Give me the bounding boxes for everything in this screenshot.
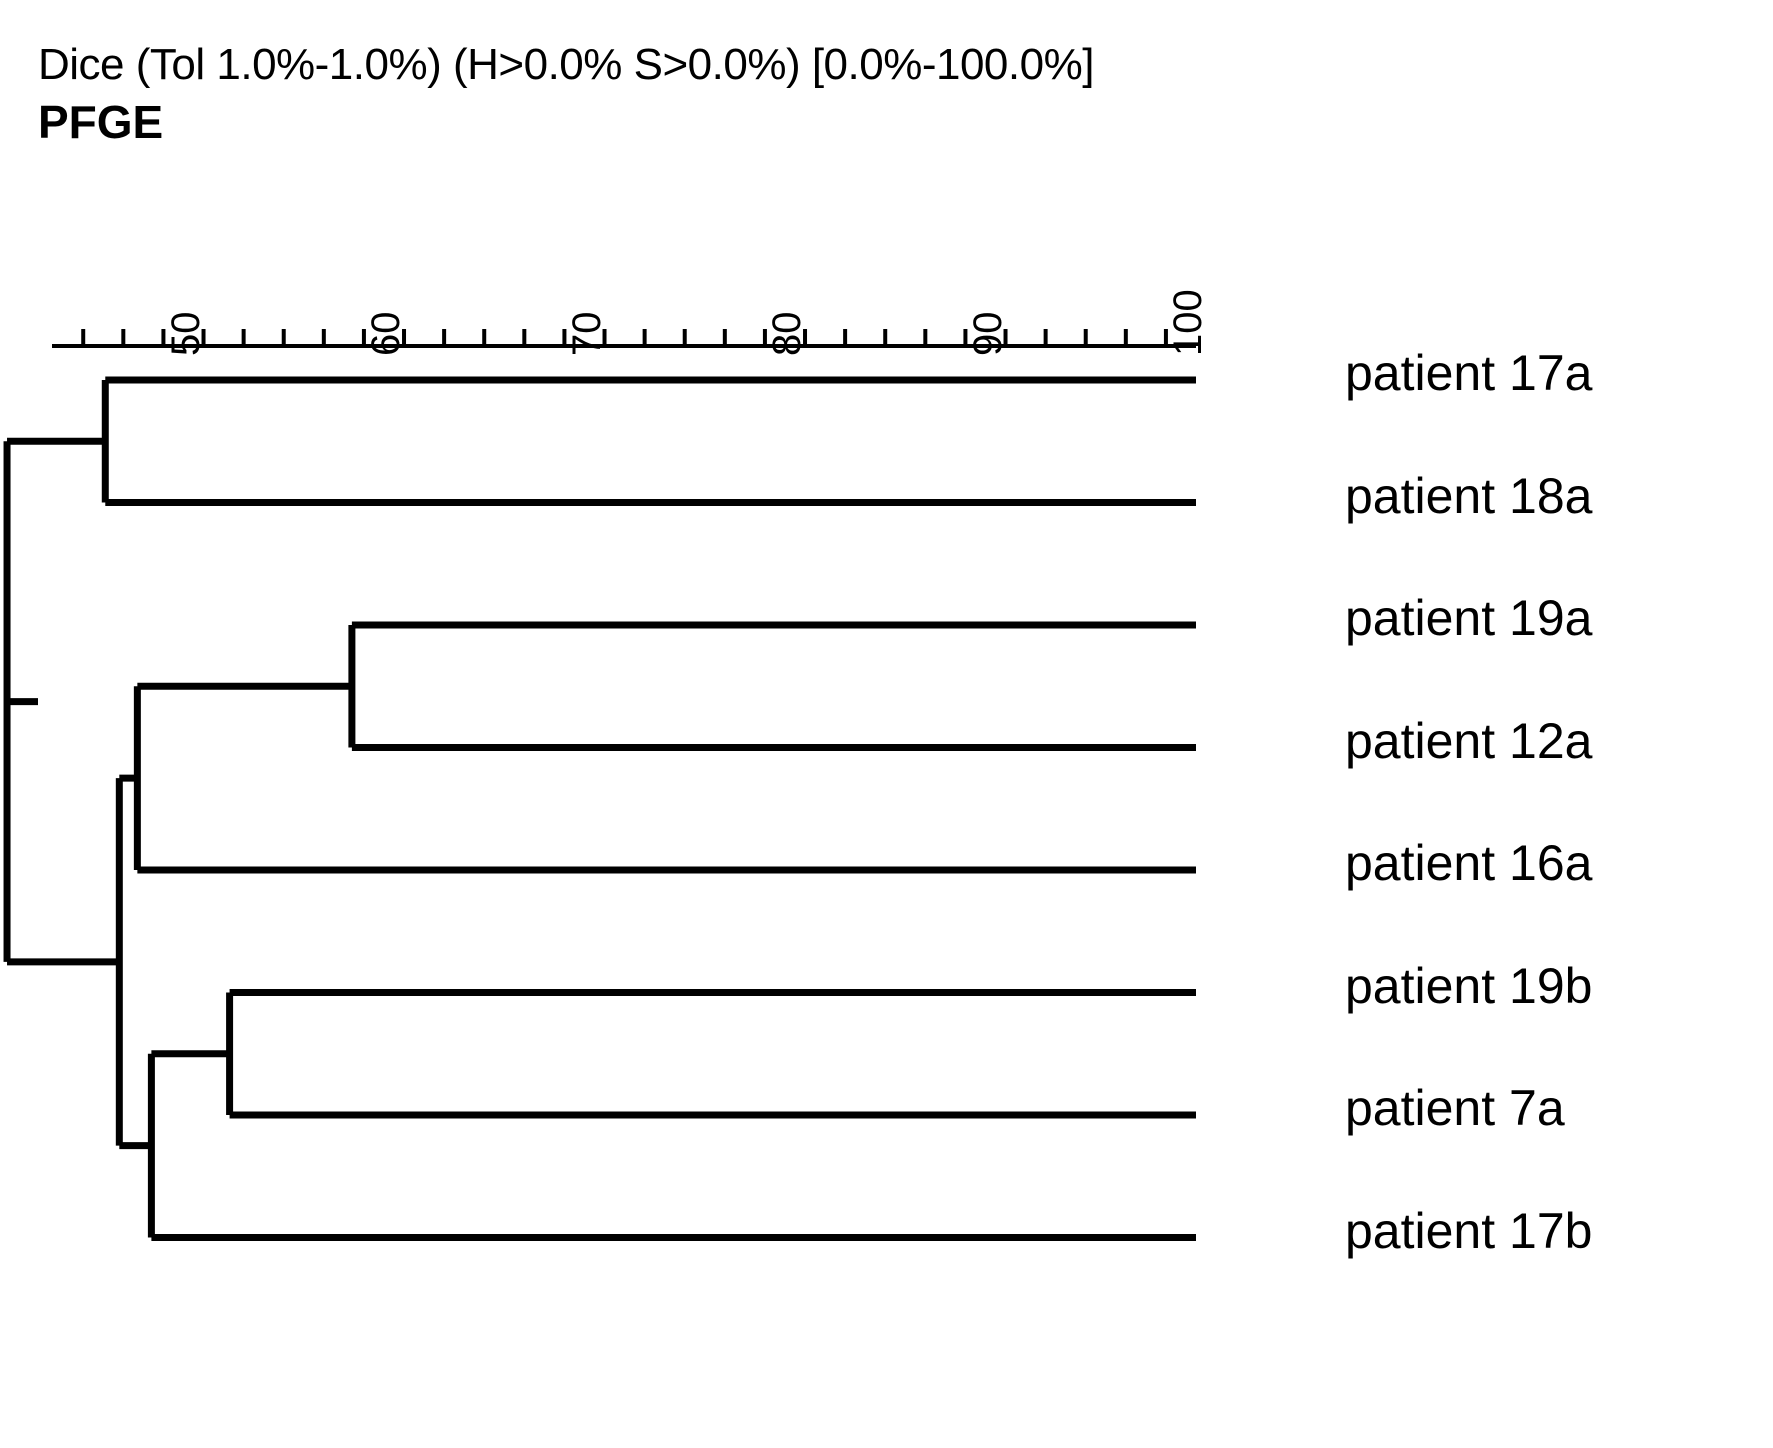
leaf-label-patient-16a[interactable]: patient 16a xyxy=(1345,835,1593,891)
similarity-axis xyxy=(52,329,1196,348)
leaf-label-patient-18a[interactable]: patient 18a xyxy=(1345,467,1593,524)
leaf-label-patient-7a[interactable]: patient 7a xyxy=(1345,1080,1565,1136)
leaf-label-patient-17b[interactable]: patient 17b xyxy=(1345,1202,1593,1259)
axis-tick-label-100: 100 xyxy=(1166,289,1210,356)
leaf-label-patient-17a[interactable]: patient 17a xyxy=(1345,345,1593,401)
dendrogram-tree xyxy=(3,376,1196,1241)
axis-tick-label-50: 50 xyxy=(163,311,208,357)
axis-tick-label-90: 90 xyxy=(965,311,1010,357)
leaf-label-patient-19a[interactable]: patient 19a xyxy=(1345,590,1593,646)
leaf-label-patient-12a[interactable]: patient 12a xyxy=(1345,712,1593,769)
leaf-label-patient-19b[interactable]: patient 19b xyxy=(1345,957,1593,1014)
similarity-method-title: Dice (Tol 1.0%-1.0%) (H>0.0% S>0.0%) [0.… xyxy=(38,40,1094,89)
axis-tick-label-70: 70 xyxy=(564,311,609,357)
axis-tick-label-80: 80 xyxy=(765,311,809,357)
experiment-type-title: PFGE xyxy=(38,96,164,148)
axis-tick-label-60: 60 xyxy=(364,311,408,357)
